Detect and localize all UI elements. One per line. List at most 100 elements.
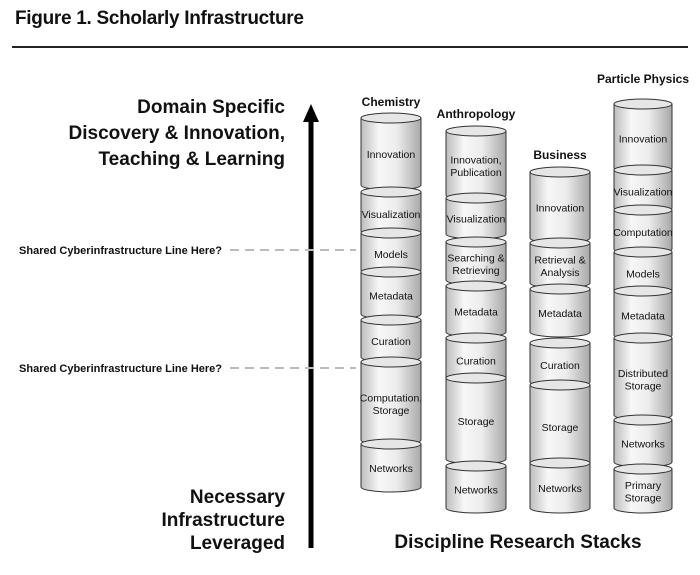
shared-line-label-lower: Shared Cyberinfrastructure Line Here? <box>19 363 222 375</box>
stacks-caption: Discipline Research Stacks <box>394 532 641 553</box>
cylinder-label: Innovation <box>367 149 416 161</box>
cylinder-top <box>613 164 673 176</box>
cylinder-top <box>529 283 591 295</box>
cylinder-label: Distributed <box>618 368 668 380</box>
cylinder-label: Metadata <box>369 291 413 303</box>
cylinder-label: Networks <box>538 483 582 495</box>
cylinder-label: Networks <box>621 439 665 451</box>
stack-chemistry: ChemistryInnovationVisualizationModelsMe… <box>360 95 422 493</box>
cylinder-label: Computation <box>613 227 673 239</box>
cylinder-label: Publication <box>450 167 502 179</box>
cylinder-label: Innovation <box>619 134 668 146</box>
cylinder-label: Visualization <box>447 214 506 226</box>
cylinder-top <box>445 192 507 204</box>
cylinder-body <box>529 288 591 338</box>
cylinder-top <box>360 112 422 124</box>
cylinder-top <box>613 414 673 426</box>
axis-bottom-label-line-3: Leveraged <box>190 533 285 554</box>
cylinder-top <box>445 372 507 384</box>
cylinder-top <box>613 246 673 258</box>
cylinder-particle-physics-networks: Networks <box>613 414 673 468</box>
cylinder-anthropology-searching-retrieving: Searching &Retrieving <box>445 236 507 286</box>
shared-line-label-upper: Shared Cyberinfrastructure Line Here? <box>19 245 222 257</box>
cylinder-label: Storage <box>373 405 410 417</box>
cylinder-label: Visualization <box>614 187 673 199</box>
cylinder-label: Retrieving <box>452 265 499 277</box>
axis-top-label-line-2: Discovery & Innovation, <box>69 123 285 144</box>
cylinder-label: Networks <box>369 463 413 475</box>
axis-arrow-head <box>303 104 319 122</box>
cylinder-particle-physics-computation: Computation <box>613 204 673 255</box>
cylinder-chemistry-networks: Networks <box>360 438 422 493</box>
cylinder-body <box>529 462 591 514</box>
cylinder-anthropology-visualization: Visualization <box>445 192 507 240</box>
cylinder-label: Analysis <box>540 267 579 279</box>
cylinder-label: Curation <box>540 360 580 372</box>
cylinder-particle-physics-innovation: Innovation <box>613 98 673 174</box>
cylinder-top <box>613 98 673 110</box>
cylinder-chemistry-computation-storage: Computation,Storage <box>360 356 422 446</box>
stack-label-particle-physics: Particle Physics <box>597 72 689 86</box>
cylinder-label: Storage <box>625 380 662 392</box>
cylinder-label: Metadata <box>454 307 498 319</box>
cylinder-label: Innovation <box>536 203 585 215</box>
axis-top-label-line-3: Teaching & Learning <box>98 149 285 170</box>
cylinder-label: Models <box>374 249 408 261</box>
stack-label-chemistry: Chemistry <box>362 95 421 109</box>
cylinder-label: Searching & <box>447 252 504 264</box>
cylinder-anthropology-metadata: Metadata <box>445 280 507 338</box>
cylinder-business-storage: Storage <box>529 379 591 470</box>
cylinder-label: Networks <box>454 485 498 497</box>
cylinder-label: Storage <box>625 492 662 504</box>
cylinder-body <box>445 465 507 514</box>
cylinder-anthropology-innovation-publication: Innovation,Publication <box>445 125 507 201</box>
cylinder-top <box>445 460 507 472</box>
cylinder-body <box>360 443 422 493</box>
cylinder-top <box>445 236 507 248</box>
figure-title: Figure 1. Scholarly Infrastructure <box>15 8 304 29</box>
cylinder-label: Innovation, <box>450 154 501 166</box>
cylinder-chemistry-curation: Curation <box>360 314 422 363</box>
cylinder-top <box>613 463 673 475</box>
cylinder-business-innovation: Innovation <box>529 166 591 244</box>
cylinder-particle-physics-metadata: Metadata <box>613 285 673 341</box>
cylinder-body <box>613 468 673 514</box>
cylinder-top <box>529 457 591 469</box>
cylinder-top <box>445 332 507 344</box>
cylinder-label: Visualization <box>362 209 421 221</box>
cylinder-particle-physics-visualization: Visualization <box>613 164 673 214</box>
cylinder-business-networks: Networks <box>529 457 591 514</box>
cylinder-anthropology-storage: Storage <box>445 372 507 465</box>
cylinder-top <box>360 314 422 326</box>
cylinder-label: Metadata <box>621 311 665 323</box>
cylinder-top <box>360 227 422 239</box>
stack-particle-physics: Particle PhysicsInnovationVisualizationC… <box>597 72 689 514</box>
cylinder-top <box>613 204 673 216</box>
cylinder-label: Curation <box>456 356 496 368</box>
cylinder-top <box>445 125 507 137</box>
cylinder-top <box>360 266 422 278</box>
stack-anthropology: AnthropologyInnovation,PublicationVisual… <box>437 107 516 514</box>
cylinder-anthropology-networks: Networks <box>445 460 507 514</box>
cylinder-label: Retrieval & <box>534 254 585 266</box>
axis-bottom-label-line-2: Infrastructure <box>161 510 285 531</box>
title-rule <box>12 46 688 48</box>
cylinder-top <box>360 186 422 198</box>
cylinder-top <box>445 280 507 292</box>
cylinder-top <box>360 438 422 450</box>
cylinder-top <box>529 237 591 249</box>
cylinder-label: Metadata <box>538 308 582 320</box>
stack-label-anthropology: Anthropology <box>437 107 516 121</box>
cylinder-top <box>360 356 422 368</box>
axis-bottom-label-line-1: Necessary <box>190 487 286 508</box>
cylinder-business-curation: Curation <box>529 337 591 388</box>
cylinder-top <box>529 166 591 178</box>
cylinder-label: Primary <box>625 480 662 492</box>
cylinder-business-retrieval-analysis: Retrieval &Analysis <box>529 237 591 289</box>
cylinder-top <box>529 337 591 349</box>
cylinder-label: Curation <box>371 336 411 348</box>
cylinder-label: Models <box>626 269 660 281</box>
